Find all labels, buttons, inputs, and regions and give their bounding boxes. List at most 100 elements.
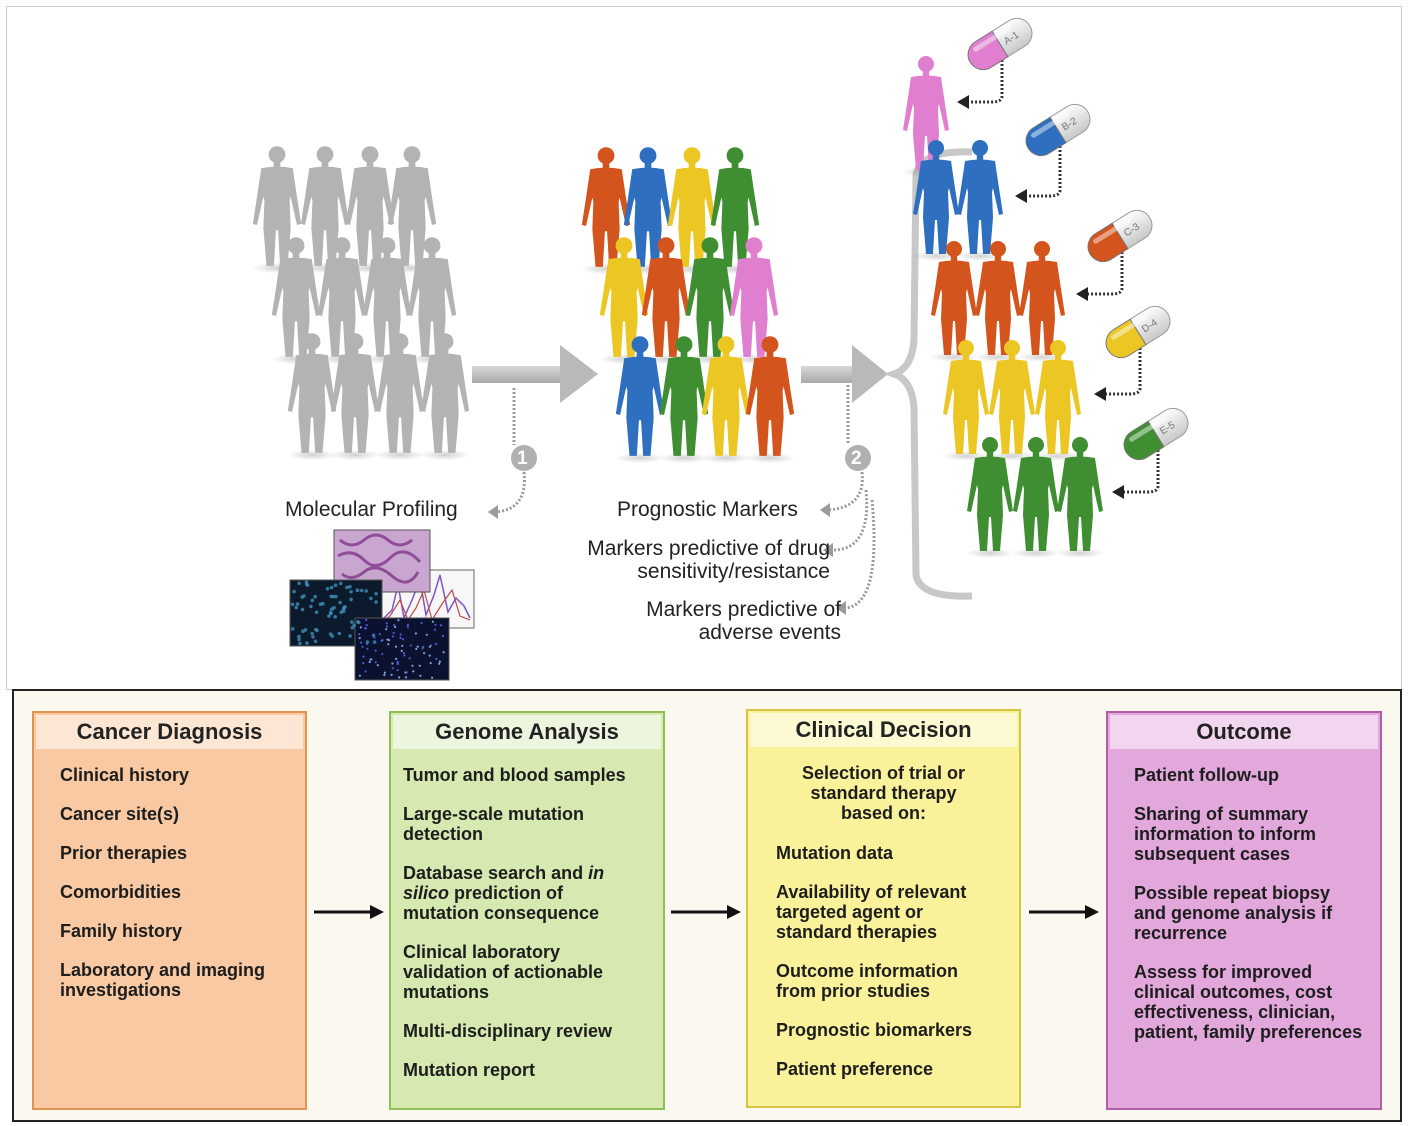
molecular-profiling-label: Molecular Profiling — [285, 498, 458, 521]
in-silico-italic: in silico — [403, 863, 605, 903]
array-spot — [294, 605, 299, 610]
array-spot — [311, 635, 315, 639]
array-spot — [366, 647, 369, 650]
array-spot — [330, 634, 335, 638]
array-spot — [399, 633, 402, 636]
array-spot — [365, 624, 368, 627]
genome-analysis-title: Genome Analysis — [393, 715, 661, 749]
array-spot — [374, 591, 378, 596]
array-spot — [364, 589, 369, 593]
array-spot — [369, 596, 373, 601]
people-layer — [251, 56, 1104, 558]
list-item: Comorbidities — [60, 882, 182, 902]
array-spot — [392, 631, 395, 635]
cancer-diagnosis-list: Clinical history Cancer site(s) Prior th… — [60, 765, 295, 1019]
array-spot — [345, 585, 349, 590]
array-spot — [362, 661, 365, 665]
array-spot — [332, 605, 336, 610]
outcome-list: Patient follow-up Sharing of summary inf… — [1134, 765, 1370, 1061]
array-spot — [338, 600, 342, 605]
array-spot — [327, 614, 331, 618]
array-spot — [374, 600, 378, 604]
list-item: Outcome information from prior studies — [776, 961, 959, 1001]
cancer-diagnosis-box: Cancer Diagnosis Clinical history Cancer… — [32, 711, 307, 1110]
array-spot — [434, 623, 437, 626]
dotted-connectors — [494, 385, 876, 610]
array-spot — [352, 623, 357, 628]
array-spot — [360, 641, 363, 644]
array-spot — [418, 664, 421, 667]
array-spot — [433, 628, 436, 631]
arrow-genome-to-clinical — [671, 905, 741, 919]
person-shadow — [744, 452, 796, 464]
list-item: Availability of relevant targeted agent … — [776, 882, 967, 942]
drug-pill: B-2 — [1015, 103, 1091, 203]
list-item: Large-scale mutation detection — [403, 804, 585, 844]
array-spot — [385, 625, 389, 628]
array-spot — [401, 644, 404, 647]
array-spot — [428, 654, 431, 657]
person-shadow — [700, 452, 752, 464]
array-spot — [438, 662, 441, 665]
flow-arrow-1 — [472, 345, 598, 403]
list-item: Patient preference — [776, 1059, 934, 1079]
genome-analysis-list: Tumor and blood samples Large-scale muta… — [403, 765, 653, 1099]
array-spot — [364, 670, 367, 673]
array-spot — [362, 655, 365, 658]
array-spot — [290, 627, 295, 631]
outcome-box: Outcome Patient follow-up Sharing of sum… — [1106, 711, 1382, 1110]
cancer-diagnosis-title: Cancer Diagnosis — [36, 715, 303, 749]
array-spot — [419, 674, 422, 677]
profiling-images — [289, 529, 475, 681]
list-item: Prior therapies — [60, 843, 188, 863]
array-spot — [349, 590, 353, 594]
list-item: Assess for improved clinical outcomes, c… — [1134, 962, 1363, 1042]
array-spot — [397, 619, 400, 622]
array-spot — [298, 641, 302, 646]
arrow-clinical-to-outcome — [1029, 905, 1099, 919]
list-item: Mutation report — [403, 1060, 535, 1080]
array-spot — [383, 673, 386, 677]
array-spot — [329, 585, 334, 590]
array-spot — [396, 662, 399, 666]
drug-pill: D-4 — [1094, 305, 1171, 401]
array-spot — [399, 636, 402, 640]
array-spot — [290, 602, 295, 607]
array-spot — [441, 634, 444, 638]
array-spot — [313, 594, 318, 599]
markers-drug-line-1: Markers predictive of drug — [587, 537, 830, 560]
array-spot — [425, 633, 428, 636]
array-spot — [435, 657, 438, 661]
array-spot — [391, 635, 395, 638]
array-spot — [297, 637, 301, 642]
array-spot — [409, 644, 412, 647]
drug-pill: E-5 — [1112, 407, 1189, 499]
array-spot — [333, 583, 338, 587]
array-spot — [295, 602, 300, 606]
pill-layer: A-1B-2C-3D-4E-5 — [957, 17, 1189, 499]
illustration: A-1B-2C-3D-4E-5 — [251, 17, 1189, 681]
array-spot — [364, 627, 367, 630]
array-spot — [374, 649, 377, 652]
array-spot — [423, 652, 426, 655]
array-spot — [358, 636, 361, 640]
array-spot — [381, 652, 384, 656]
array-spot — [297, 634, 301, 639]
array-spot — [422, 645, 425, 649]
array-spot — [297, 581, 302, 586]
array-spot — [431, 676, 434, 679]
array-spot — [328, 610, 333, 615]
genome-analysis-box: Genome Analysis Tumor and blood samples … — [389, 711, 665, 1110]
array-spot — [374, 661, 377, 664]
person-shadow — [419, 449, 471, 461]
list-item: Database search and in silico prediction… — [403, 863, 635, 923]
array-spot — [396, 669, 399, 672]
markers-adverse-line-1: Markers predictive of — [646, 598, 841, 621]
clinical-decision-title: Clinical Decision — [750, 713, 1017, 747]
array-spot — [333, 615, 338, 619]
step-1-badge — [511, 445, 537, 471]
array-spot — [314, 627, 318, 632]
array-spot — [387, 643, 390, 646]
blue-person — [957, 140, 1003, 254]
array-spot — [350, 620, 354, 624]
